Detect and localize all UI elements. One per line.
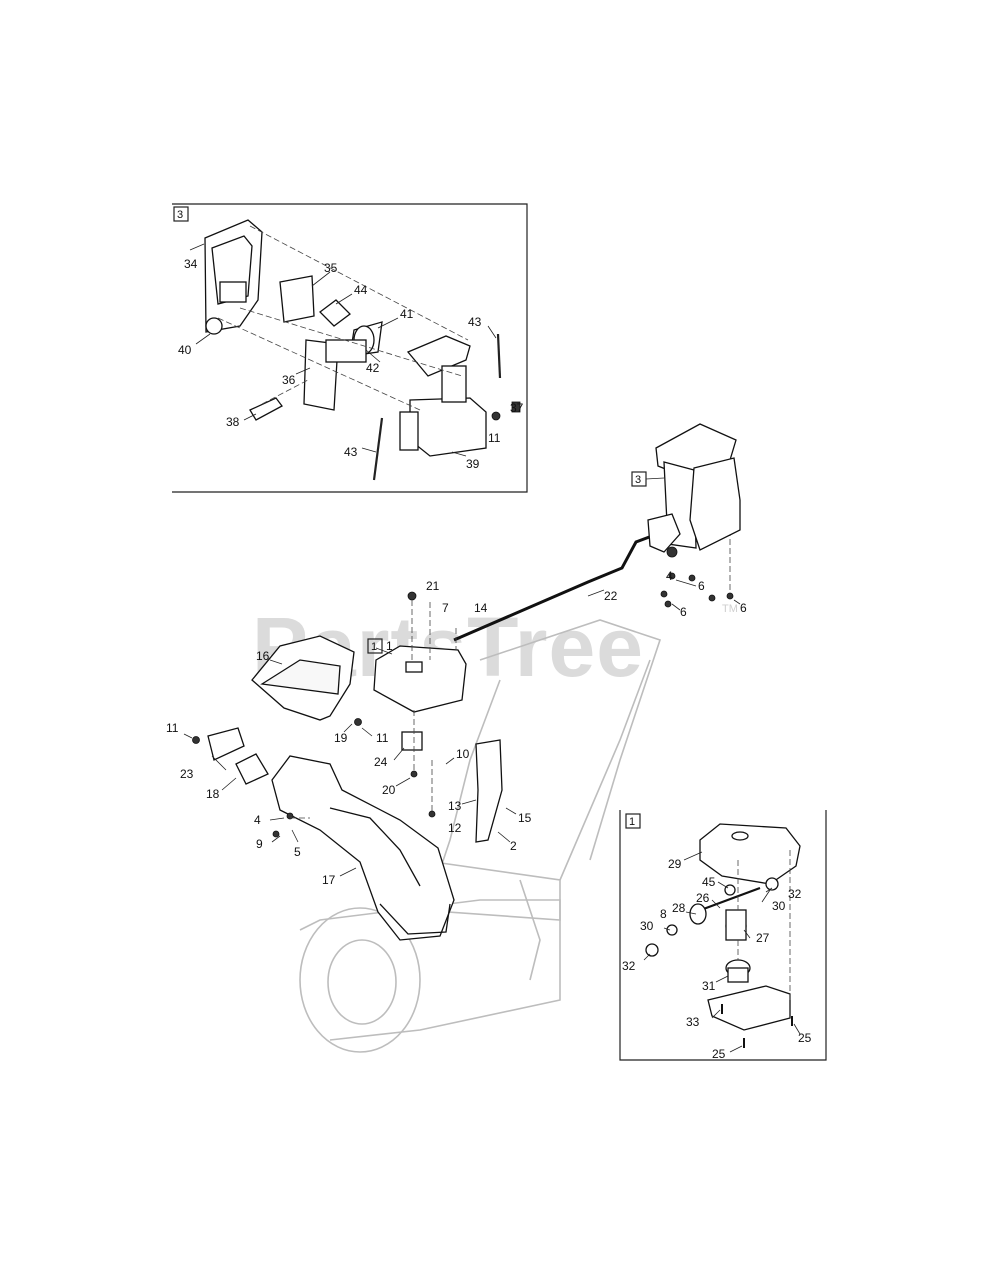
- callout-30-a: 30: [772, 899, 786, 913]
- gear-bracket: [707, 985, 791, 1031]
- callout-25-a: 25: [712, 1047, 726, 1061]
- gear-plate: [279, 275, 315, 323]
- callout-41: 41: [400, 307, 414, 321]
- callout-9: 9: [256, 837, 263, 851]
- discharge-chute: [271, 755, 455, 941]
- callout-2: 2: [510, 839, 517, 853]
- callout-42: 42: [366, 361, 380, 375]
- gearbox-assembly-ref-3: 3 6 6 6 4: [631, 423, 747, 619]
- inset-3-chute-control: 3: [172, 203, 528, 493]
- callout-33: 33: [686, 1015, 700, 1029]
- callout-12: 12: [448, 821, 462, 835]
- tilt-bracket: [475, 739, 503, 843]
- spring-clip: [319, 299, 351, 327]
- callout-34: 34: [184, 257, 198, 271]
- inset-1-ref-box: [625, 813, 641, 829]
- callout-4-main: 4: [254, 813, 261, 827]
- callout-45: 45: [702, 875, 716, 889]
- callout-22: 22: [604, 589, 618, 603]
- callout-38: 38: [226, 415, 240, 429]
- callout-4-gearbox: 4: [666, 569, 673, 583]
- inset-1-crank-cover: 1 29: [619, 810, 827, 1061]
- callout-11-inset3: 11: [488, 431, 501, 445]
- callout-27: 27: [756, 931, 770, 945]
- callout-37: 37: [510, 401, 524, 415]
- housing-top-right: [406, 335, 471, 377]
- callout-6-a: 6: [698, 579, 705, 593]
- callout-10: 10: [456, 747, 470, 761]
- callout-43b: 43: [344, 445, 358, 459]
- inset-1-ref: 1: [629, 816, 635, 828]
- chute-bracket: [401, 731, 423, 751]
- crank-cover-inset: [699, 823, 801, 885]
- callout-23: 23: [180, 767, 194, 781]
- callout-5: 5: [294, 845, 301, 859]
- inset-3-ref: 3: [177, 209, 183, 221]
- callout-24: 24: [374, 755, 388, 769]
- callout-11-main-b: 11: [166, 721, 179, 735]
- callout-1-main: 1: [386, 639, 393, 653]
- main-chute-assembly: 1 21 7 14 22 16 1 19 11 11 23 18 24 10 2…: [166, 423, 747, 1053]
- chute-tilt-bracket: [235, 753, 269, 785]
- callout-17: 17: [322, 873, 336, 887]
- callout-32-b: 32: [622, 959, 636, 973]
- callout-13: 13: [448, 799, 462, 813]
- callout-28: 28: [672, 901, 686, 915]
- main-ref-1: 1: [371, 641, 377, 653]
- callout-19: 19: [334, 731, 348, 745]
- callout-18: 18: [206, 787, 220, 801]
- callout-21: 21: [426, 579, 440, 593]
- callout-16: 16: [256, 649, 270, 663]
- housing-half-right: [409, 397, 487, 457]
- callout-32-a: 32: [788, 887, 802, 901]
- callout-39: 39: [466, 457, 480, 471]
- callout-15: 15: [518, 811, 532, 825]
- main-ref-3: 3: [635, 474, 641, 486]
- callout-36: 36: [282, 373, 296, 387]
- callout-6-c: 6: [740, 601, 747, 615]
- callout-26: 26: [696, 891, 710, 905]
- callout-30-b: 30: [640, 919, 654, 933]
- watermark-tm: TM: [722, 603, 738, 615]
- inset-3-ref-box: [173, 206, 189, 222]
- crank-cover: [373, 645, 467, 713]
- callout-14: 14: [474, 601, 488, 615]
- callout-11-main-a: 11: [376, 731, 389, 745]
- callout-29: 29: [668, 857, 682, 871]
- cable-arm: [207, 727, 245, 761]
- callout-6-b: 6: [680, 605, 687, 619]
- cable-fitting: [249, 397, 283, 421]
- callout-40: 40: [178, 343, 192, 357]
- callout-35: 35: [324, 261, 338, 275]
- callout-7: 7: [442, 601, 449, 615]
- callout-20: 20: [382, 783, 396, 797]
- callout-44: 44: [354, 283, 368, 297]
- callout-31: 31: [702, 979, 716, 993]
- callout-43a: 43: [468, 315, 482, 329]
- callout-25-b: 25: [798, 1031, 812, 1045]
- callout-8: 8: [660, 907, 667, 921]
- main-ref-box-1: [367, 638, 383, 654]
